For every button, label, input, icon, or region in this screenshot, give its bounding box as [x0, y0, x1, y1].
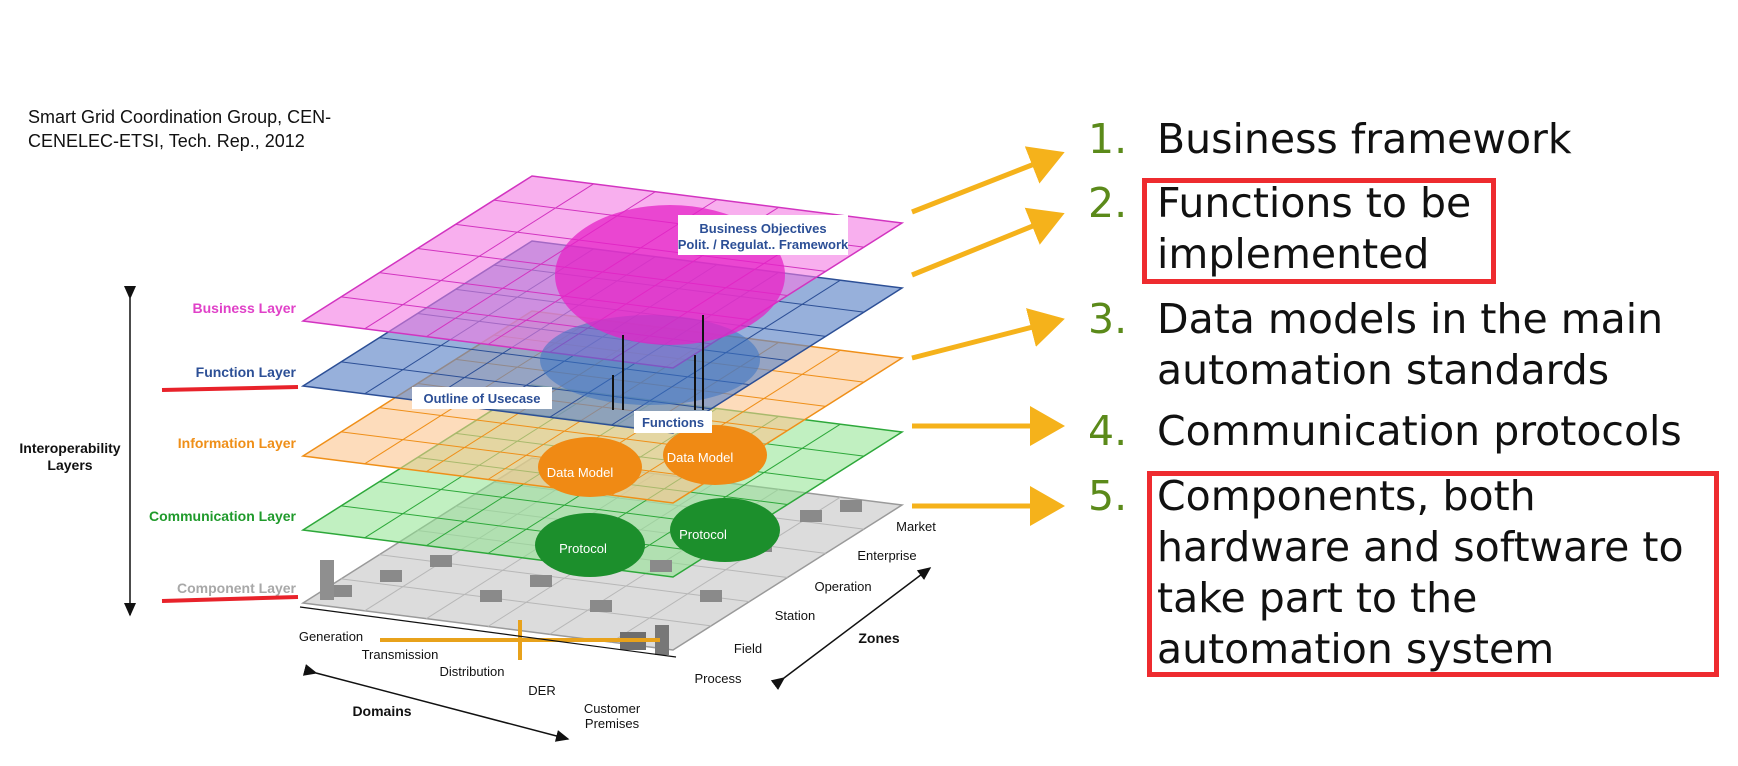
citation: Smart Grid Coordination Group, CEN- CENE… [28, 105, 331, 153]
arrow-2 [911, 207, 1065, 278]
business-objectives-line2: Polit. / Regulat.. Framework [678, 237, 849, 252]
domain-distribution: Distribution [439, 664, 504, 679]
zone-field: Field [734, 641, 762, 656]
zone-market: Market [896, 519, 936, 534]
domain-premises: Premises [585, 716, 640, 731]
zone-process: Process [695, 671, 742, 686]
domain-der: DER [528, 683, 555, 698]
arrow-1 [911, 146, 1065, 215]
outline-of-usecase-label: Outline of Usecase [423, 391, 540, 406]
business-objectives-line1: Business Objectives [699, 221, 826, 236]
domain-customer: Customer [584, 701, 641, 716]
component-layer-label: Component Layer [177, 580, 297, 596]
information-layer-label: Information Layer [178, 435, 297, 451]
zone-station: Station [775, 608, 815, 623]
function-layer-underline [161, 385, 299, 392]
zones-title: Zones [858, 630, 899, 646]
component-layer-underline [161, 595, 299, 603]
interoperability-label-1: Interoperability [19, 440, 120, 456]
citation-line-1: Smart Grid Coordination Group, CEN- [28, 107, 332, 127]
diagram-callouts: Business Objectives Polit. / Regulat.. F… [412, 215, 849, 556]
functions-label: Functions [642, 415, 704, 430]
interoperability-axis: Interoperability Layers [19, 286, 136, 617]
function-layer-label: Function Layer [196, 364, 297, 380]
zone-operation: Operation [814, 579, 871, 594]
domain-transmission: Transmission [362, 647, 439, 662]
data-model-label-1: Data Model [547, 465, 614, 480]
domains-title: Domains [352, 703, 411, 719]
zone-enterprise: Enterprise [857, 548, 916, 563]
business-layer-label: Business Layer [193, 300, 297, 316]
protocol-label-1: Protocol [559, 541, 607, 556]
domain-labels: Generation Transmission Distribution DER… [299, 606, 677, 742]
communication-layer-label: Communication Layer [149, 508, 297, 524]
protocol-label-2: Protocol [679, 527, 727, 542]
data-model-label-2: Data Model [667, 450, 734, 465]
citation-line-2: CENELEC-ETSI, Tech. Rep., 2012 [28, 131, 305, 151]
usecase-blobs [535, 205, 785, 577]
arrow-3 [911, 308, 1065, 361]
zone-labels: Market Enterprise Operation Station Fiel… [695, 519, 936, 691]
interoperability-label-2: Layers [47, 457, 92, 473]
layer-labels: Business Layer Function Layer Informatio… [149, 300, 299, 603]
pointer-arrows [911, 146, 1065, 526]
domain-generation: Generation [299, 629, 363, 644]
